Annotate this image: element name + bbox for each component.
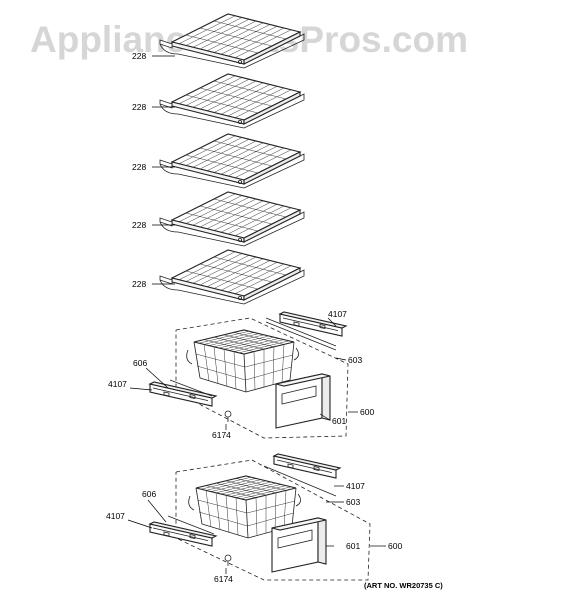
callout-lower-right-rail: 4107 (346, 481, 365, 491)
callout-shelf-1: 228 (132, 51, 146, 61)
wire-shelf-5 (159, 249, 305, 305)
upper-drawer-front (275, 373, 331, 429)
callout-lower-drawer-front: 601 (346, 541, 360, 551)
lower-drawer-front (271, 517, 327, 573)
upper-drawer-assembly (149, 311, 349, 439)
callout-shelf-3: 228 (132, 162, 146, 172)
callout-upper-right-rail: 4107 (328, 309, 347, 319)
wire-shelf-3 (159, 133, 305, 189)
callout-lower-left-rail: 4107 (106, 511, 125, 521)
art-number: (ART NO. WR20735 C) (364, 581, 443, 590)
callout-upper-screw: 6174 (212, 430, 231, 440)
wire-shelf-2 (159, 73, 305, 129)
lower-screw (224, 554, 232, 566)
upper-screw (224, 410, 232, 422)
callout-lower-rail-cover: 603 (346, 497, 360, 507)
callout-lower-drawer-assembly: 600 (388, 541, 402, 551)
lower-drawer-assembly (149, 453, 371, 581)
upper-drawer-callouts: 4107 603 606 4107 601 600 6174 (108, 309, 374, 440)
wire-shelf-4 (159, 191, 305, 247)
callout-shelf-4: 228 (132, 220, 146, 230)
callout-shelf-5: 228 (132, 279, 146, 289)
callout-lower-screw: 6174 (214, 574, 233, 584)
callout-upper-rail-cover: 603 (348, 355, 362, 365)
callout-upper-drawer-front: 601 (332, 416, 346, 426)
callout-upper-drawer-assembly: 600 (360, 407, 374, 417)
callout-upper-left-rail-cover: 606 (133, 358, 147, 368)
callout-upper-left-rail: 4107 (108, 379, 127, 389)
shelf-callouts: 228 228 228 228 228 (132, 51, 175, 289)
callout-shelf-2: 228 (132, 102, 146, 112)
lower-drawer-callouts: 4107 603 606 4107 601 600 6174 (106, 481, 402, 584)
callout-lower-left-rail-cover: 606 (142, 489, 156, 499)
